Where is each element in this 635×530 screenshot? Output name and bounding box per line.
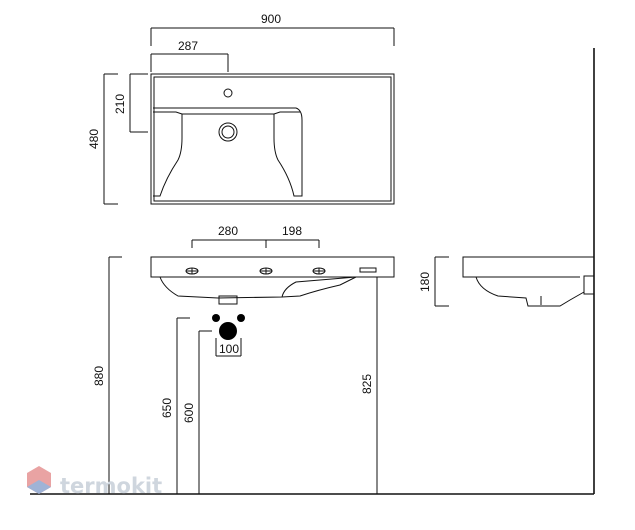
dim-outlet-600: 600 bbox=[182, 403, 196, 423]
dim-top-width: 900 bbox=[261, 12, 281, 26]
water-inlet-left-icon bbox=[212, 314, 220, 322]
dim-tap-offset: 287 bbox=[178, 39, 198, 53]
front-hole-center-icon bbox=[259, 267, 273, 275]
dim-drain-spacing: 100 bbox=[219, 342, 239, 356]
dim-hole-spacing-left: 280 bbox=[218, 224, 238, 238]
dim-bowl-offset: 210 bbox=[113, 94, 127, 114]
watermark-brand: termokit bbox=[60, 474, 162, 498]
tap-hole-icon bbox=[223, 88, 233, 98]
drain-icon bbox=[218, 122, 238, 142]
watermark: termokit bbox=[27, 466, 162, 498]
dim-outlet-650: 650 bbox=[160, 398, 174, 418]
top-view: 900 287 480 210 bbox=[87, 12, 395, 205]
dim-overall-height: 880 bbox=[92, 366, 106, 386]
dim-hole-spacing-right: 198 bbox=[282, 224, 302, 238]
water-inlet-right-icon bbox=[237, 314, 245, 322]
front-hole-right-icon bbox=[312, 267, 326, 275]
dim-side-height: 180 bbox=[418, 272, 432, 292]
hexagon-logo-icon bbox=[27, 466, 51, 494]
front-view: 280 198 bbox=[30, 48, 595, 495]
dim-underside-height: 825 bbox=[360, 374, 374, 394]
side-view: 180 bbox=[418, 256, 595, 307]
dim-total-depth: 480 bbox=[87, 129, 101, 149]
front-hole-left-icon bbox=[185, 267, 199, 275]
waste-outlet-icon bbox=[219, 322, 237, 340]
